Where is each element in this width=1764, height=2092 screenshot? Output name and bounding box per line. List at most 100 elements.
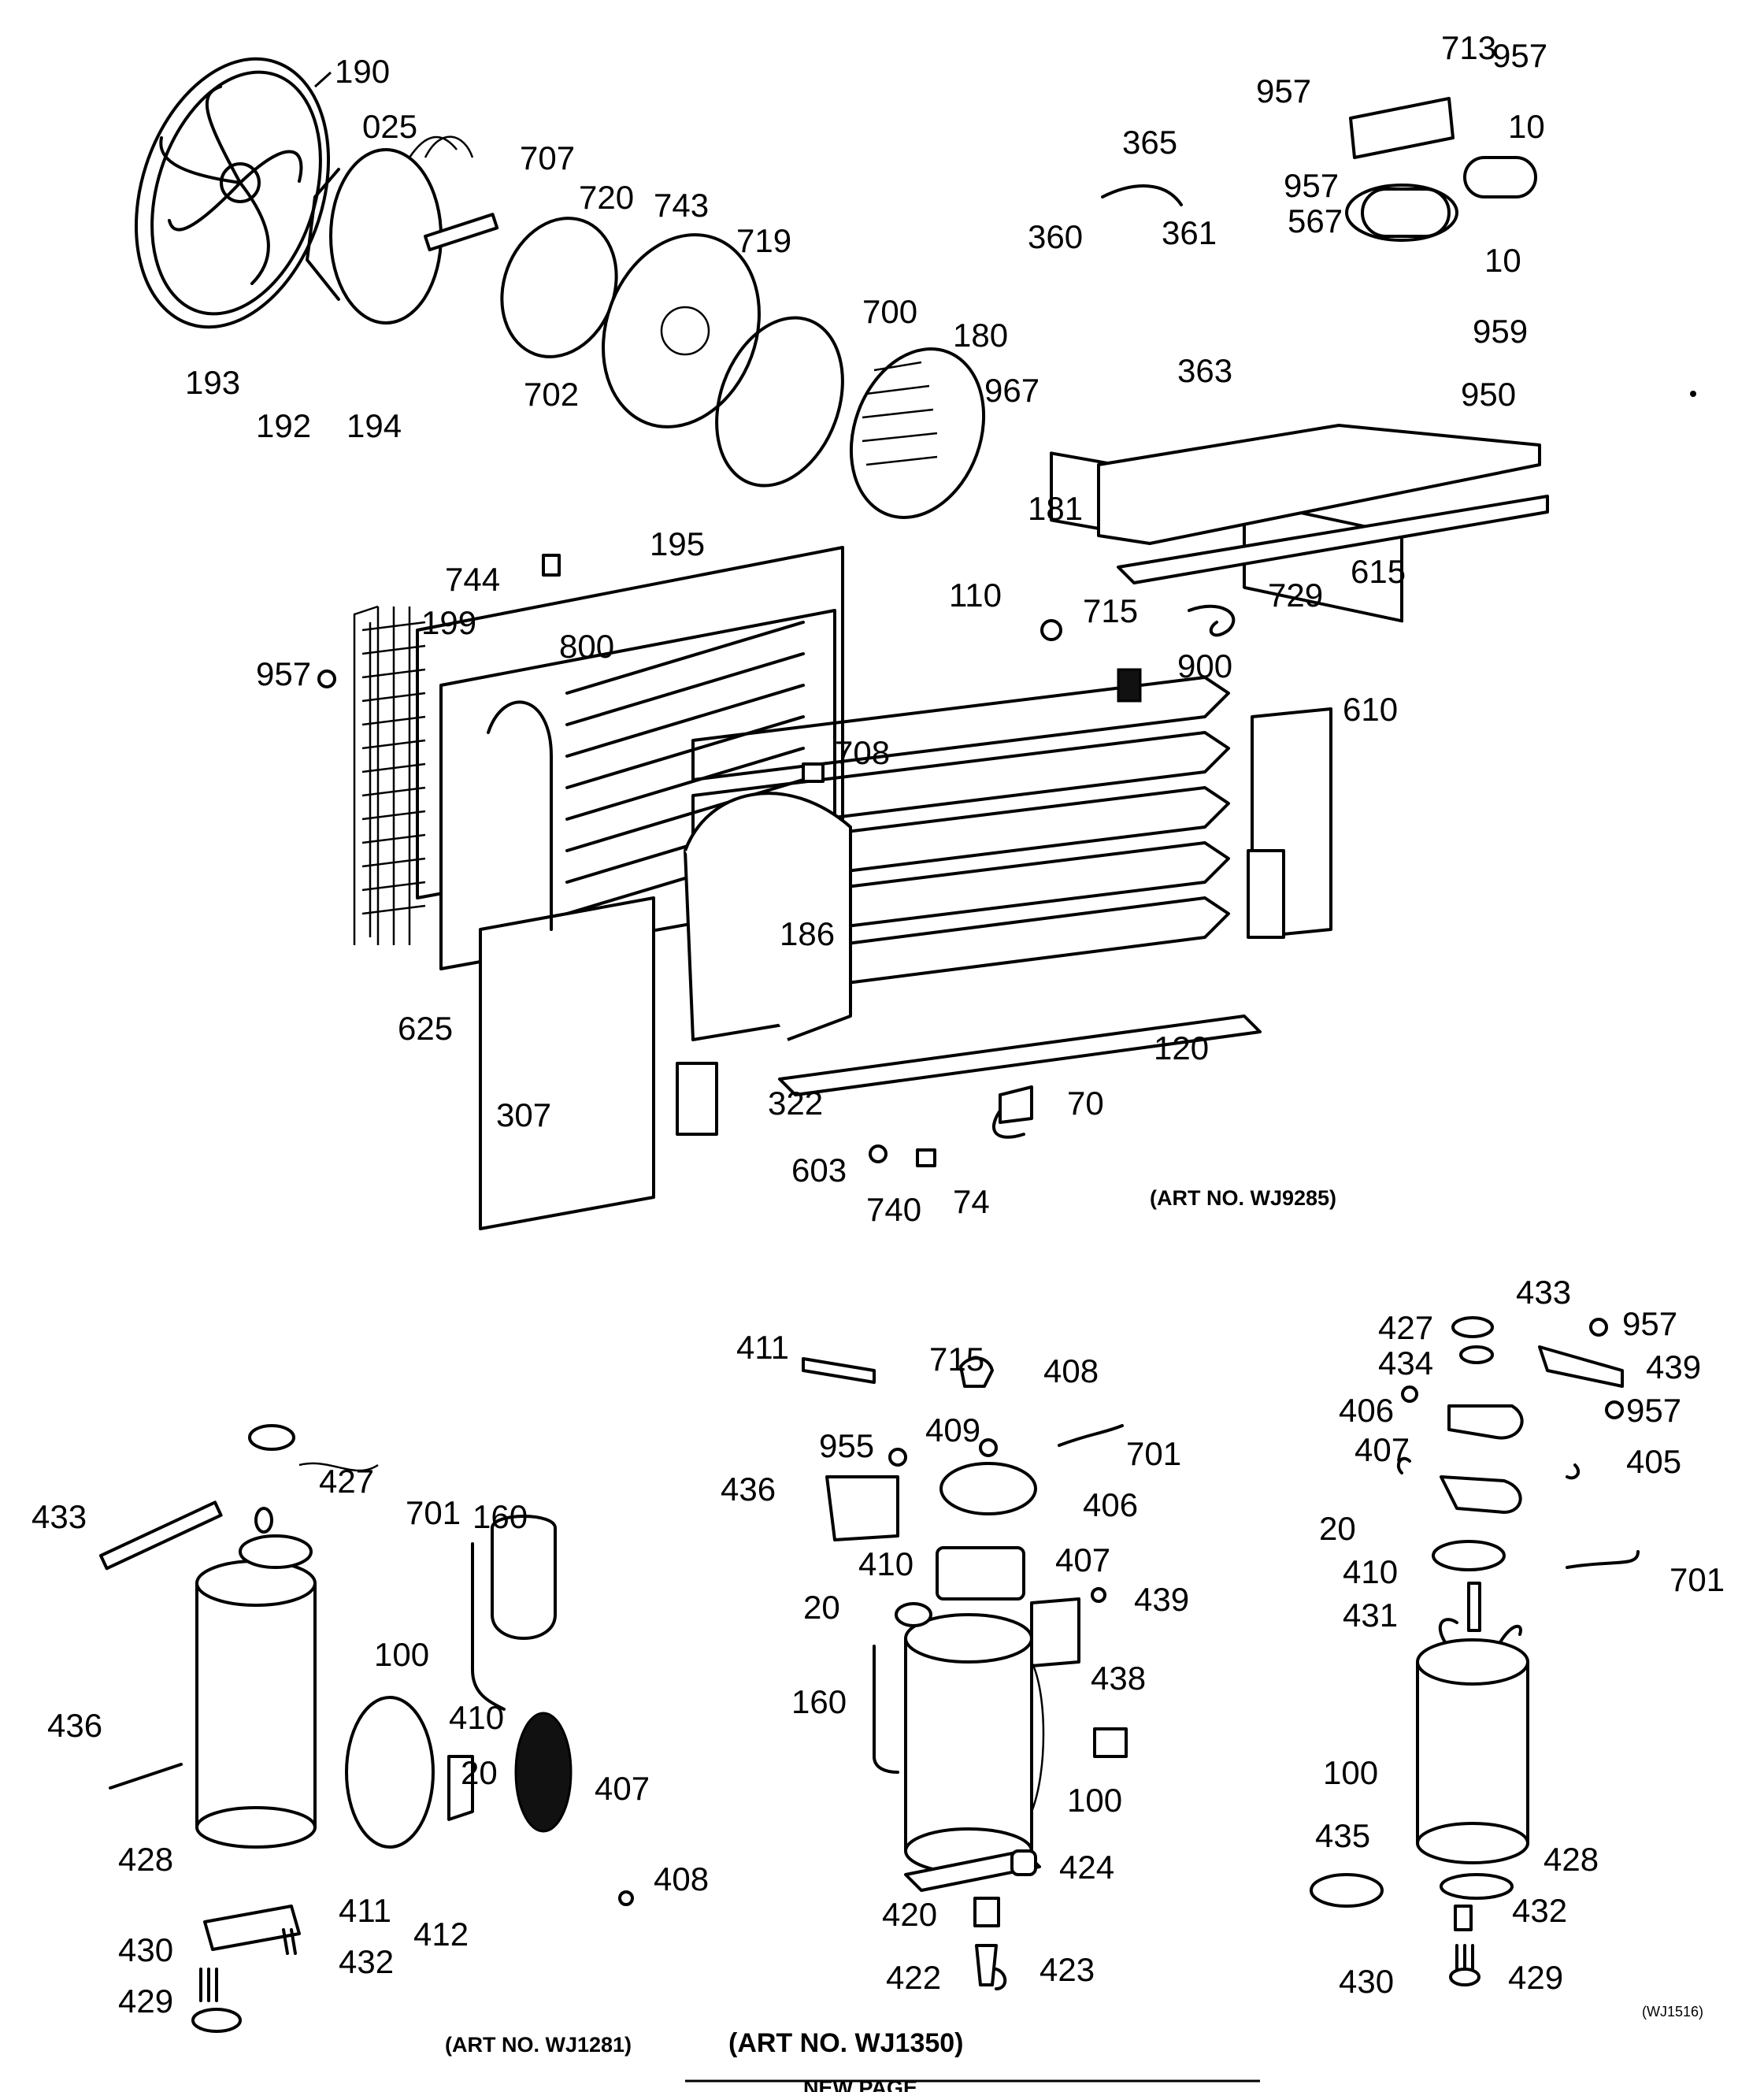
- callout-100: 100: [374, 1636, 429, 1673]
- callout-729: 729: [1268, 577, 1323, 614]
- callout-603: 603: [791, 1152, 847, 1189]
- callout-411: 411: [339, 1892, 391, 1929]
- callout-957-b: 957: [1256, 72, 1311, 109]
- callout-615: 615: [1351, 553, 1406, 590]
- callout-957-d: 957: [256, 655, 311, 692]
- callout-740: 740: [866, 1191, 921, 1228]
- callout-193: 193: [185, 364, 240, 401]
- callout-322: 322: [768, 1085, 823, 1122]
- callout-439-mid: 439: [1134, 1581, 1189, 1618]
- condenser-coil-housing: [317, 546, 1332, 1230]
- callout-430: 430: [118, 1931, 173, 1968]
- callout-720: 720: [579, 179, 634, 216]
- callout-410-mid: 410: [858, 1545, 914, 1582]
- callout-424-mid: 424: [1059, 1849, 1114, 1886]
- callout-74: 74: [953, 1183, 990, 1220]
- callout-20: 20: [461, 1754, 498, 1791]
- callouts-top: 190 025 707 720 743 719 700 180 193 192 …: [185, 29, 1547, 1228]
- callout-025: 025: [362, 108, 417, 145]
- callouts-right: 427 433 957 434 439 406 957 407 405 20 4…: [1315, 1274, 1725, 2020]
- callout-950: 950: [1461, 376, 1516, 413]
- callout-429-right: 429: [1508, 1959, 1563, 1996]
- callout-744: 744: [445, 561, 500, 598]
- callout-409-mid: 409: [925, 1411, 980, 1448]
- callout-406-right: 406: [1339, 1392, 1394, 1429]
- callout-800: 800: [559, 628, 614, 665]
- callout-715-mid: 715: [929, 1341, 984, 1378]
- callout-199: 199: [421, 604, 476, 641]
- callout-406-mid: 406: [1083, 1486, 1138, 1523]
- art-number-right: (WJ1516): [1642, 2004, 1703, 2020]
- footer-new-page: NEW PAGE: [803, 2076, 917, 2092]
- callout-422-mid: 422: [886, 1959, 941, 1996]
- callout-432-right: 432: [1512, 1892, 1567, 1929]
- callout-360: 360: [1028, 218, 1083, 255]
- callout-410: 410: [449, 1699, 504, 1736]
- callouts-middle: 411 715 408 955 409 701 436 406 410 407 …: [721, 1329, 1189, 2058]
- callouts-left: 433 427 701 160 100 436 410 20 407 428 4…: [32, 1463, 709, 2057]
- callout-701: 701: [406, 1494, 461, 1531]
- base-pan: [1097, 424, 1549, 584]
- callout-701-right: 701: [1670, 1561, 1725, 1598]
- callout-428: 428: [118, 1841, 173, 1878]
- callout-900: 900: [1177, 647, 1232, 684]
- compressor-right: [1310, 1316, 1640, 1986]
- art-number-left: (ART NO. WJ1281): [445, 2033, 632, 2057]
- callout-428-right: 428: [1544, 1841, 1599, 1878]
- callout-195: 195: [650, 525, 705, 562]
- callout-967: 967: [984, 372, 1040, 409]
- callout-610: 610: [1343, 691, 1398, 728]
- callout-719: 719: [736, 222, 791, 259]
- callout-625: 625: [398, 1010, 453, 1047]
- callout-715: 715: [1083, 592, 1138, 629]
- callout-408-mid: 408: [1043, 1352, 1099, 1389]
- callout-181: 181: [1028, 490, 1083, 527]
- callout-567: 567: [1288, 202, 1343, 239]
- callout-405-right: 405: [1626, 1443, 1681, 1480]
- callout-180: 180: [953, 317, 1008, 354]
- callout-10-a: 10: [1508, 108, 1545, 145]
- callout-186: 186: [780, 915, 835, 952]
- compressor-left: [98, 1424, 634, 2033]
- callout-957-right-a: 957: [1622, 1305, 1677, 1342]
- callout-20-mid: 20: [803, 1589, 840, 1626]
- callout-423-mid: 423: [1040, 1951, 1095, 1988]
- callout-70: 70: [1067, 1085, 1104, 1122]
- callout-307: 307: [496, 1096, 551, 1133]
- callout-412: 412: [413, 1916, 469, 1953]
- callout-439-right: 439: [1646, 1348, 1701, 1385]
- callout-431-right: 431: [1343, 1597, 1398, 1634]
- callout-438-mid: 438: [1091, 1660, 1146, 1697]
- callout-100-mid: 100: [1067, 1782, 1122, 1819]
- callout-430-right: 430: [1339, 1963, 1394, 2000]
- callout-702: 702: [524, 376, 579, 413]
- callout-20-right: 20: [1319, 1510, 1356, 1547]
- callout-429: 429: [118, 1983, 173, 2020]
- fan-blade-assembly: [134, 57, 331, 329]
- art-number-middle: (ART NO. WJ1350): [728, 2028, 964, 2058]
- blower-plate: [500, 217, 986, 519]
- callout-407: 407: [595, 1770, 650, 1807]
- art-number-top: (ART NO. WJ9285): [1150, 1186, 1336, 1210]
- callout-432: 432: [339, 1943, 394, 1980]
- callout-100-right: 100: [1323, 1754, 1378, 1791]
- callout-701-mid: 701: [1126, 1435, 1181, 1472]
- callout-957-a: 957: [1492, 37, 1547, 74]
- callout-407-mid: 407: [1055, 1541, 1110, 1578]
- fan-motor: [306, 135, 499, 325]
- stray-dot: [1690, 391, 1696, 397]
- callout-365: 365: [1122, 124, 1177, 161]
- callout-433-right: 433: [1516, 1274, 1571, 1311]
- callout-743: 743: [654, 187, 709, 224]
- callout-435-right: 435: [1315, 1817, 1370, 1854]
- callout-708: 708: [835, 734, 890, 771]
- callout-434-right: 434: [1378, 1345, 1433, 1382]
- callout-110: 110: [949, 577, 1002, 614]
- callout-410-right: 410: [1343, 1553, 1398, 1590]
- callout-190: 190: [335, 53, 390, 90]
- callout-361: 361: [1162, 214, 1217, 251]
- compressor-middle: [802, 1356, 1128, 1990]
- callout-420-mid: 420: [882, 1896, 937, 1933]
- callout-713: 713: [1441, 29, 1496, 66]
